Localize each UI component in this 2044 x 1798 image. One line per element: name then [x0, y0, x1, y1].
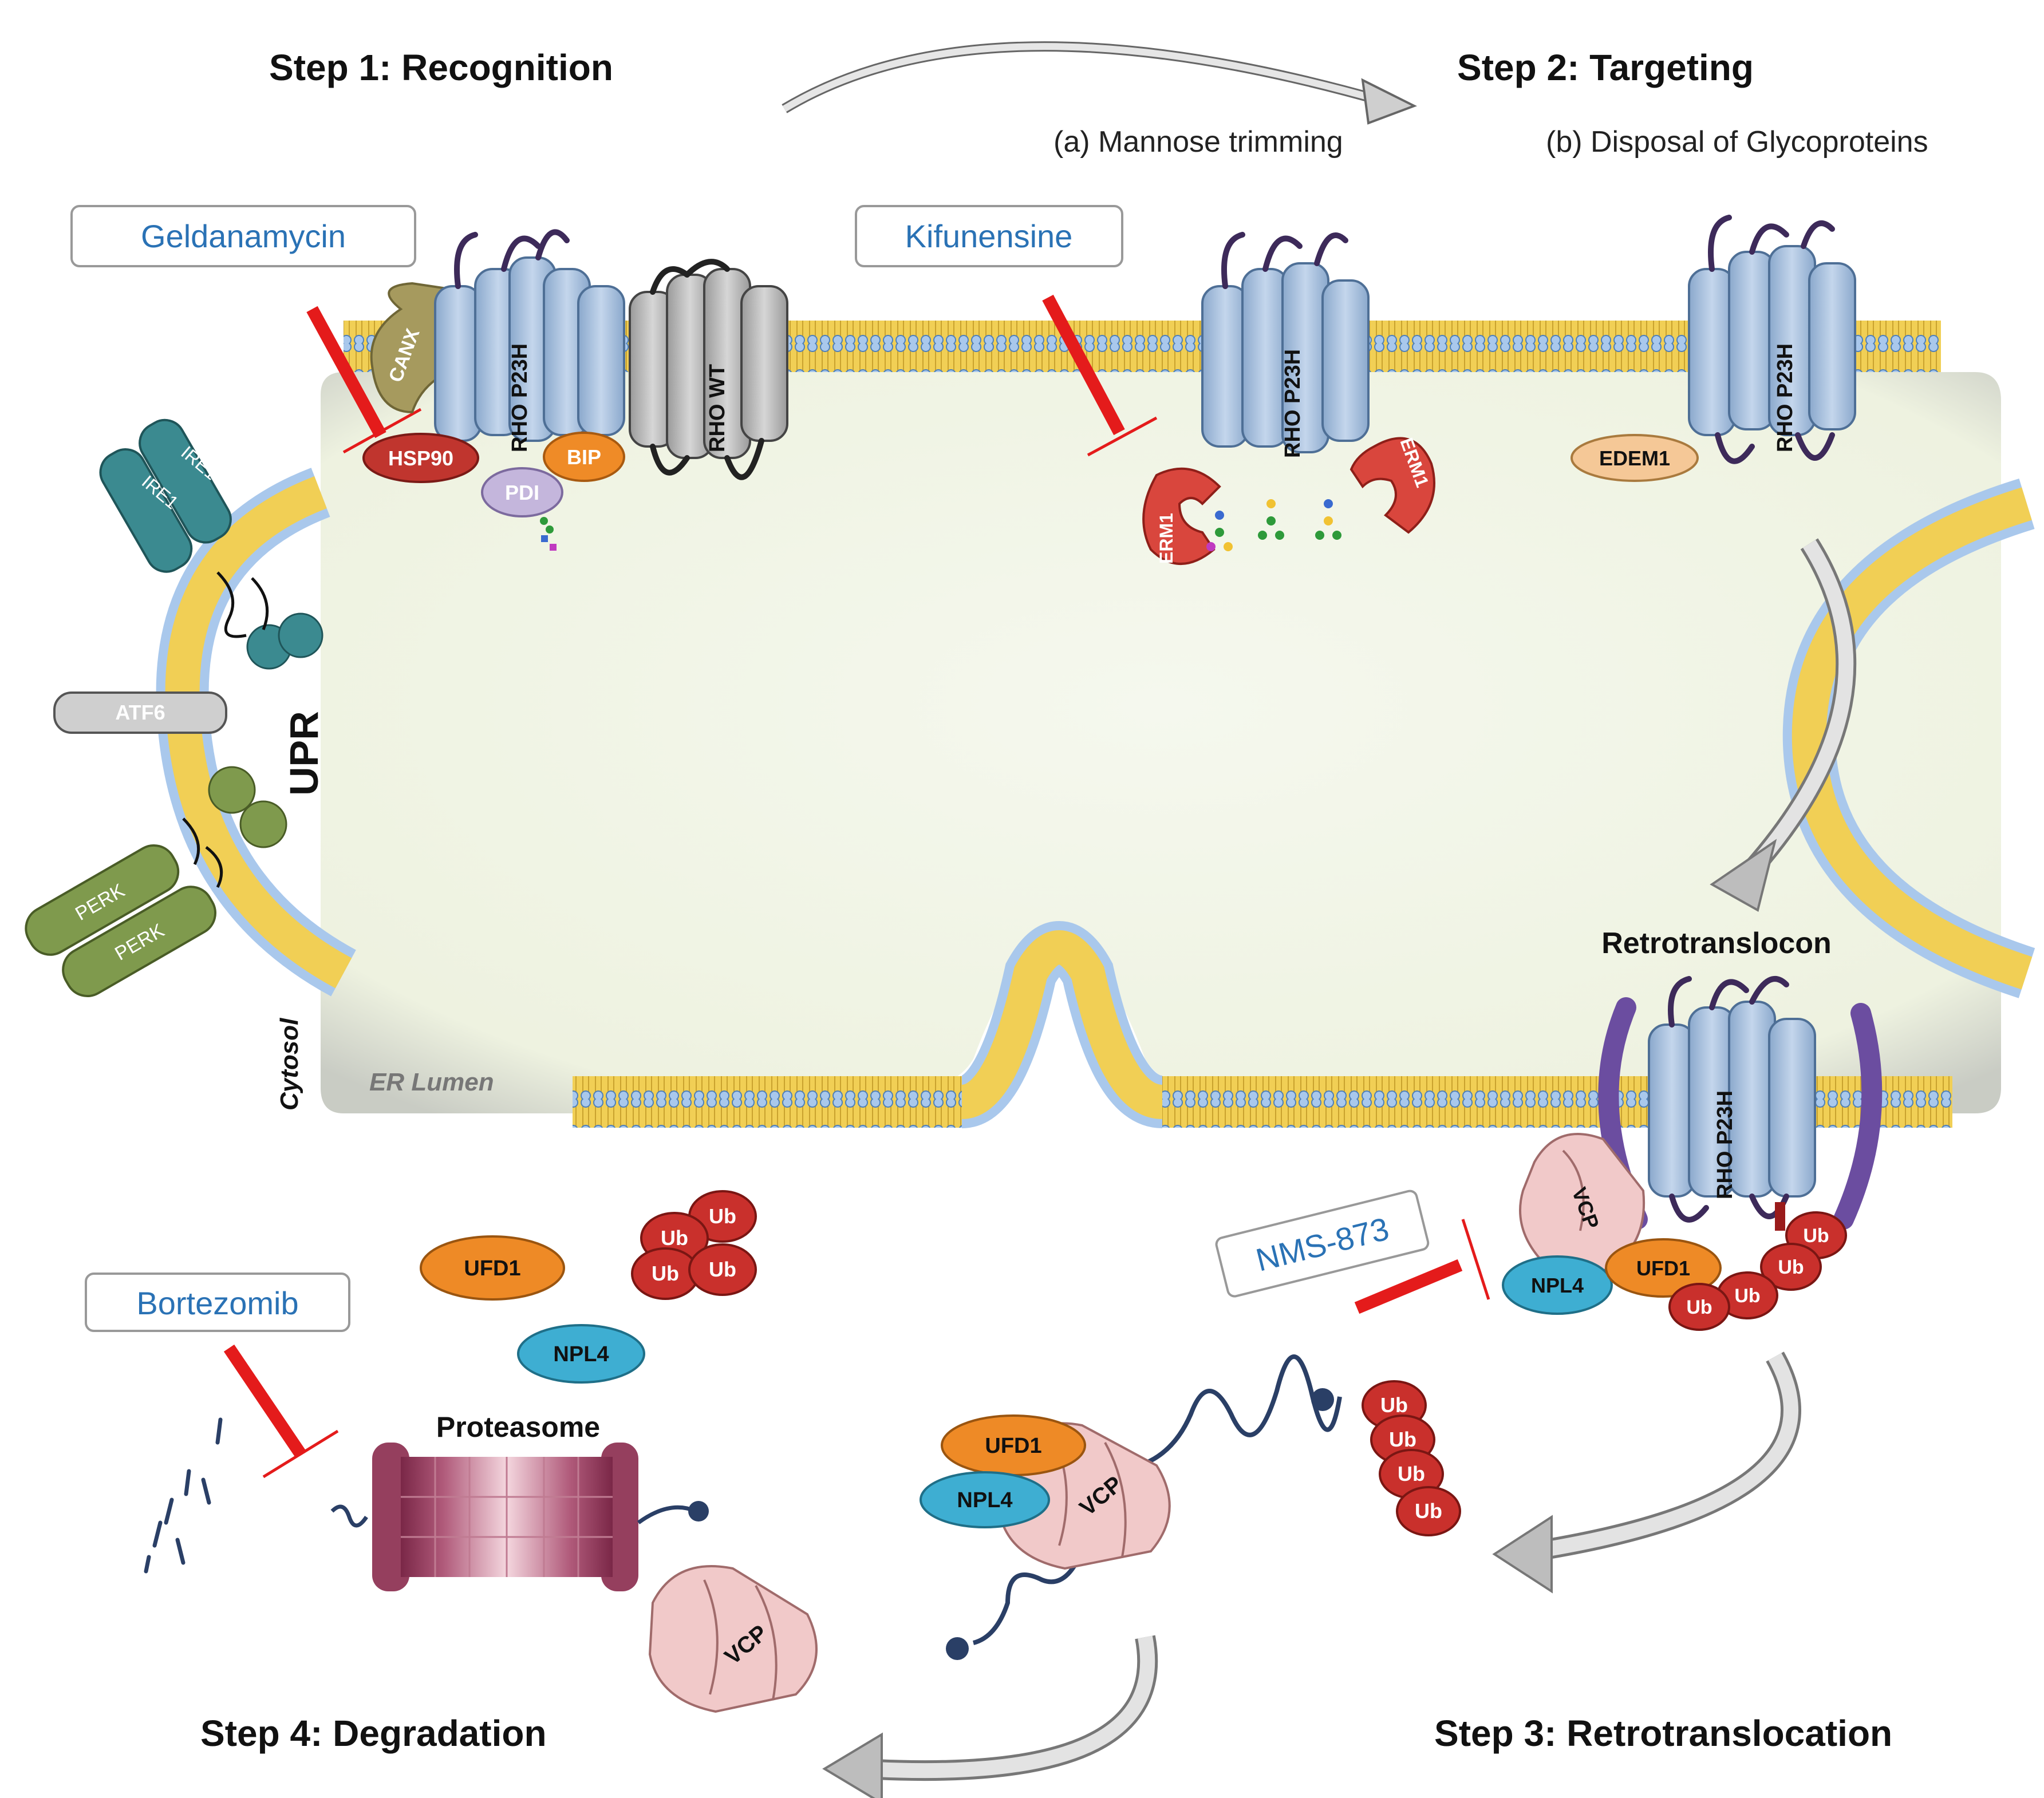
ub-label-7: Ub	[652, 1262, 679, 1285]
ub-label-10: Ub	[1389, 1428, 1416, 1451]
hsp90-protein: HSP90	[362, 433, 479, 483]
vcp-retrotranslocon: VCP	[1519, 1133, 1646, 1273]
pdi-label: PDI	[505, 481, 539, 504]
erm1-protein-left: ERM1	[1142, 467, 1221, 565]
rho-wt-complex: RHO WT	[629, 259, 788, 480]
ub-label-9: Ub	[1380, 1393, 1408, 1417]
ub-label-2: Ub	[1778, 1256, 1804, 1278]
upr-label: UPR	[282, 711, 326, 796]
er-membrane	[156, 321, 2035, 1128]
bortezomib-box: Bortezomib	[85, 1273, 350, 1332]
npl4-retrotranslocon: NPL4	[1502, 1255, 1613, 1315]
kifunensine-box: Kifunensine	[855, 205, 1123, 267]
ufd1-step3: UFD1	[941, 1414, 1086, 1476]
er-lumen-label: ER Lumen	[369, 1068, 494, 1096]
step-2a-subtitle: (a) Mannose trimming	[1053, 125, 1343, 159]
flow-arrow-step3-to-step4	[822, 1635, 1158, 1798]
ub-label-5: Ub	[709, 1204, 736, 1228]
ufd1-label-3: UFD1	[985, 1434, 1041, 1458]
rho-p23h-complex-1: RHO P23H	[434, 229, 625, 452]
flow-arrow-step2-to-step3	[1710, 538, 1857, 912]
peptide-fragments	[144, 1417, 223, 1574]
step-2-title: Step 2: Targeting	[1457, 47, 1754, 88]
ub-label-1: Ub	[1803, 1225, 1829, 1247]
proteasome	[330, 1443, 709, 1591]
nms873-inhibitor	[1354, 1219, 1490, 1314]
ub-label-4: Ub	[1686, 1297, 1712, 1318]
rho-p23h-label-4: RHO P23H	[1713, 1090, 1737, 1199]
ub-label-12: Ub	[1415, 1499, 1442, 1523]
pdi-protein: PDI	[481, 467, 563, 517]
flow-arrow-step1-to-step2	[782, 41, 1417, 125]
nms873-box: NMS-873	[1215, 1190, 1430, 1298]
ub-label-11: Ub	[1398, 1462, 1425, 1485]
step-3-title: Step 3: Retrotranslocation	[1434, 1713, 1892, 1754]
bortezomib-label: Bortezomib	[136, 1285, 298, 1321]
bortezomib-inhibitor	[223, 1344, 339, 1479]
rho-p23h-label-3: RHO P23H	[1773, 343, 1797, 452]
ub-chain-retrotranslocon: Ub Ub Ub Ub	[1668, 1211, 1847, 1331]
bip-label: BIP	[567, 445, 601, 469]
step-4-title: Step 4: Degradation	[200, 1713, 547, 1754]
er-lumen	[321, 372, 2001, 1113]
geldanamycin-label: Geldanamycin	[141, 218, 346, 254]
perk-sensor: PERK PERK	[25, 766, 287, 998]
ub-label-8: Ub	[709, 1258, 736, 1281]
flow-arrow-retrotranslocon-down	[1492, 1352, 1801, 1594]
ufd1-free: UFD1	[420, 1235, 565, 1301]
cytosol-label: Cytosol	[275, 1018, 303, 1111]
edem1-label: EDEM1	[1599, 446, 1670, 470]
proteasome-label: Proteasome	[436, 1411, 600, 1443]
npl4-label-3: NPL4	[957, 1488, 1012, 1512]
bip-protein: BIP	[543, 432, 625, 482]
glycan-chain-1	[540, 517, 557, 551]
edem1-protein: EDEM1	[1571, 434, 1699, 482]
rho-p23h-label-2: RHO P23H	[1281, 349, 1305, 458]
ire1-sensor: IRE1 IRE1	[99, 418, 323, 670]
ub-chain-released: Ub Ub Ub Ub	[1362, 1380, 1461, 1536]
erm1-label-left: ERM1	[1156, 513, 1177, 564]
ub-label-3: Ub	[1734, 1285, 1760, 1307]
rho-p23h-label-1: RHO P23H	[508, 343, 532, 452]
ub-cluster-free: Ub Ub Ub Ub	[631, 1190, 757, 1300]
retrotranslocon-label: Retrotranslocon	[1601, 927, 1832, 960]
rho-p23h-complex-3: RHO P23H	[1688, 215, 1856, 464]
hsp90-label: HSP90	[388, 446, 453, 470]
rho-wt-label: RHO WT	[705, 364, 729, 452]
kifunensine-label: Kifunensine	[905, 218, 1073, 254]
step-1-title: Step 1: Recognition	[269, 47, 613, 88]
ufd1-label-2: UFD1	[464, 1256, 520, 1281]
geldanamycin-inhibitor	[306, 306, 422, 454]
step-2b-subtitle: (b) Disposal of Glycoproteins	[1546, 125, 1928, 159]
npl4-free: NPL4	[517, 1324, 645, 1384]
kifunensine-inhibitor	[1042, 294, 1158, 457]
npl4-label-1: NPL4	[1531, 1274, 1584, 1297]
ufd1-retrotranslocon: UFD1	[1605, 1238, 1722, 1298]
npl4-step3: NPL4	[920, 1471, 1050, 1528]
atf6-label: ATF6	[115, 701, 165, 724]
glycan-chains-2	[1206, 499, 1341, 551]
npl4-label-2: NPL4	[553, 1342, 609, 1366]
ufd1-label-1: UFD1	[1636, 1256, 1690, 1280]
rho-p23h-complex-2: RHO P23H	[1201, 232, 1370, 458]
atf6-sensor: ATF6	[53, 691, 227, 734]
geldanamycin-box: Geldanamycin	[70, 205, 416, 267]
ub-label-6: Ub	[661, 1226, 688, 1250]
vcp-step4: VCP	[648, 1565, 818, 1713]
